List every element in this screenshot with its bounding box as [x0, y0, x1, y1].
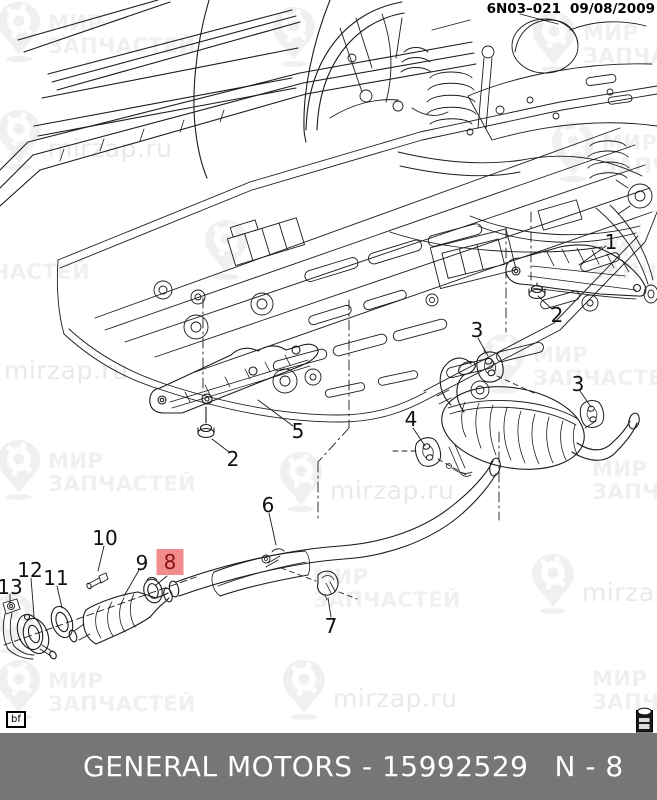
- watermark-site-text: mirzap.ru: [48, 134, 173, 163]
- part-3-hanger-upper: [476, 348, 504, 383]
- part-13-bracket: [2, 598, 35, 660]
- part-1-heat-shield-rear: [505, 244, 647, 300]
- part-5-heat-shield-front: [149, 343, 319, 414]
- part-8-seal: [143, 577, 163, 604]
- callout-6[interactable]: 6: [261, 493, 275, 517]
- doc-date: 09/08/2009: [569, 1, 655, 17]
- car-body: [0, 0, 477, 207]
- gear-pin-icon: [283, 660, 325, 720]
- printer-icon[interactable]: [636, 707, 653, 733]
- callout-7[interactable]: 7: [324, 614, 338, 638]
- watermark-site: mirzap.ru: [0, 108, 172, 170]
- watermark-pin: [271, 5, 317, 67]
- part-6-exhaust-pipe: [168, 457, 501, 598]
- watermark-pin: [203, 218, 249, 280]
- gear-pin-icon: [483, 334, 525, 394]
- callout-8[interactable]: 8: [156, 549, 184, 575]
- callout-11[interactable]: 11: [43, 566, 69, 590]
- gear-pin-icon: [0, 2, 40, 62]
- callout-2[interactable]: 2: [226, 447, 240, 471]
- callout-13[interactable]: 13: [0, 575, 23, 599]
- gear-pin-icon: [532, 554, 574, 614]
- callout-10[interactable]: 10: [92, 526, 118, 550]
- watermark-site: mirzap.ru: [0, 330, 128, 392]
- gear-pin-icon: [0, 440, 40, 500]
- rear-wheel-house: [329, 13, 449, 119]
- part-10-bolt: [86, 572, 109, 590]
- footer-bar: GENERAL MOTORS - 15992529 N - 8: [0, 733, 657, 800]
- callout-1[interactable]: 1: [604, 230, 618, 254]
- part-7-clamp: [317, 570, 339, 601]
- callout-3[interactable]: 3: [470, 318, 484, 342]
- gear-pin-icon: [280, 452, 322, 512]
- doc-number: 6N03–021: [486, 1, 561, 17]
- callout-12[interactable]: 12: [17, 558, 43, 582]
- callout-3[interactable]: 3: [571, 372, 585, 396]
- part-9-catalytic-converter: [68, 587, 173, 645]
- footer-part-number: GENERAL MOTORS - 15992529: [83, 750, 529, 783]
- gear-pin-icon: [273, 7, 315, 67]
- gear-pin-icon: [0, 660, 40, 720]
- part-3-hanger-rear: [579, 399, 605, 429]
- part-2-nut-rear: [528, 282, 546, 300]
- watermark-site: mirzap.ru: [281, 658, 457, 720]
- footer-page-ref: N - 8: [554, 750, 624, 783]
- gear-pin-icon: [0, 110, 40, 170]
- doc-reference: 6N03–021 09/08/2009: [487, 1, 655, 17]
- floor-pan: [56, 85, 657, 423]
- watermark-site-text: mirzap.ru: [330, 476, 455, 505]
- watermark-site-text: mirzap.ru: [333, 684, 458, 713]
- alignment-lines: [3, 211, 535, 646]
- leader-lines: [9, 245, 607, 618]
- part-12-flange: [16, 613, 57, 660]
- watermark-site: mirzap.ru: [530, 552, 657, 614]
- watermark-site-text: mirzap.ru: [4, 356, 129, 385]
- callout-5[interactable]: 5: [291, 419, 305, 443]
- part-4-hanger: [414, 437, 442, 467]
- page-code: bf: [11, 714, 21, 725]
- part-2-nut-front: [197, 406, 215, 439]
- watermark-site-text: mirzap.ru: [582, 578, 657, 607]
- callout-4[interactable]: 4: [404, 407, 418, 431]
- callout-2[interactable]: 2: [550, 303, 564, 327]
- page-code-box: bf: [6, 711, 26, 728]
- watermark-site: mirzap.ru: [278, 450, 454, 512]
- printer-icon-glyph: [636, 707, 653, 733]
- gear-pin-icon: [205, 220, 247, 280]
- rear-suspension: [389, 13, 657, 304]
- callout-9[interactable]: 9: [135, 551, 149, 575]
- part-muffler: [436, 357, 640, 477]
- part-11-gasket: [50, 605, 74, 639]
- gear-pin-icon: [533, 12, 575, 72]
